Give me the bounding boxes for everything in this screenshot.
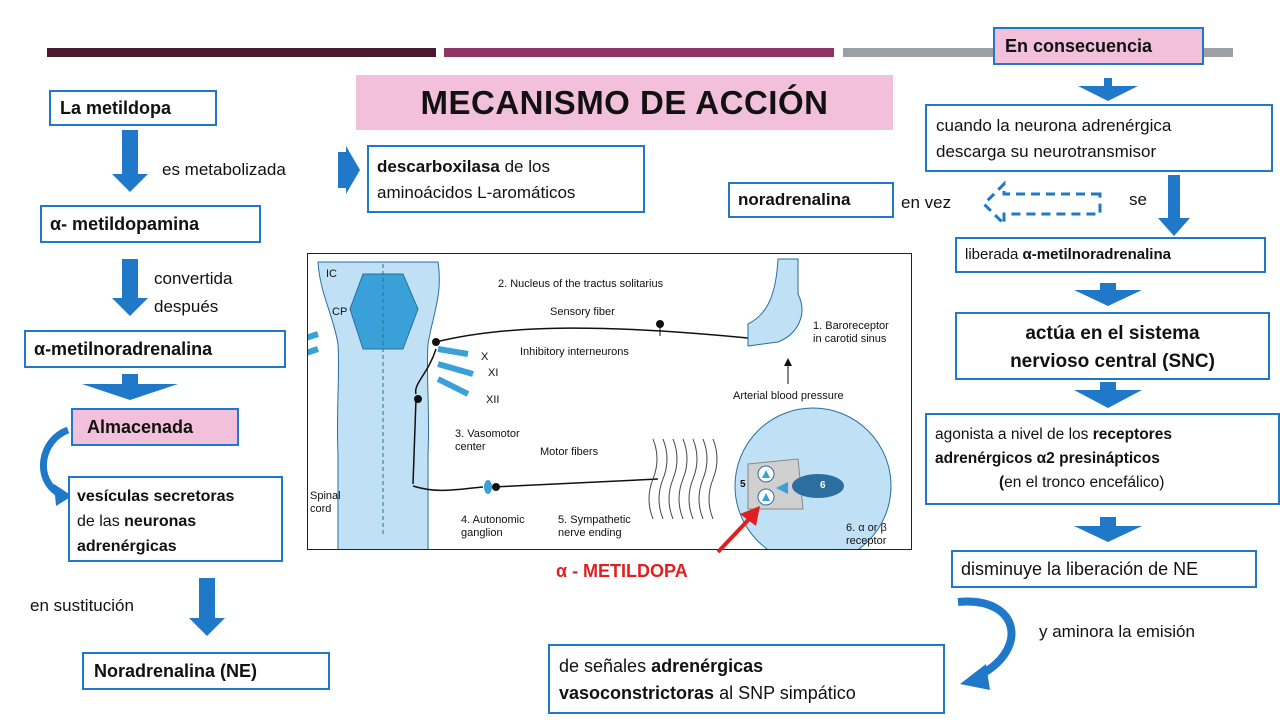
arrow-down-4 — [189, 578, 225, 636]
diagram-label-6: 6 — [820, 480, 826, 491]
diagram-label-xi: XI — [488, 367, 499, 379]
header-bar-medium — [444, 48, 834, 57]
sensory-fiber-line — [435, 327, 759, 343]
agonista-box: agonista a nivel de los receptores adren… — [925, 413, 1280, 505]
en-consecuencia-box: En consecuencia — [993, 27, 1204, 65]
en-sustitucion-label: en sustitución — [30, 596, 134, 615]
vesiculas-line1: vesículas secretoras — [77, 488, 235, 505]
curved-arrow-bottom — [957, 597, 1016, 680]
diagram-label-arterial: Arterial blood pressure — [733, 390, 844, 402]
liberada-bold: α-metilnoradrenalina — [1022, 246, 1171, 263]
senales-line1-bold: adrenérgicas — [651, 656, 764, 676]
cuando-line2: descarga su neurotransmisor — [936, 142, 1157, 161]
noradrenalina-ne-box: Noradrenalina (NE) — [82, 652, 330, 690]
arrow-down-1 — [112, 130, 148, 192]
curved-arrow-head-bottom — [960, 664, 990, 690]
motor-fiber-line — [412, 485, 484, 492]
liberada-box: liberada α-metilnoradrenalina — [955, 237, 1266, 273]
arrow-down-r4 — [1074, 382, 1142, 408]
almacenada-box: Almacenada — [71, 408, 239, 446]
cuando-box: cuando la neurona adrenérgica descarga s… — [925, 104, 1273, 172]
header-bar-dark — [47, 48, 436, 57]
senales-line2-rest: al SNP simpático — [714, 683, 856, 703]
arrow-right-descarboxilasa — [338, 146, 360, 194]
cp-region — [349, 273, 419, 350]
page-title: MECANISMO DE ACCIÓN — [356, 75, 893, 130]
diagram-label-x: X — [481, 351, 489, 363]
arrow-down-3 — [82, 374, 178, 400]
arrow-down-r5 — [1074, 517, 1142, 542]
metildopamina-box: α- metildopamina — [40, 205, 261, 243]
vesiculas-line2-bold: neuronas — [124, 513, 197, 530]
actua-box: actúa en el sistema nervioso central (SN… — [955, 312, 1270, 380]
metildopa-box: La metildopa — [49, 90, 217, 126]
vesiculas-line3: adrenérgicas — [77, 538, 177, 555]
convertida-line2: después — [154, 297, 219, 316]
descarboxilasa-bold: descarboxilasa — [377, 157, 500, 176]
descarboxilasa-rest2: aminoácidos L-aromáticos — [377, 183, 576, 202]
diagram-label-ic: IC — [326, 268, 337, 280]
agonista-line2: adrenérgicos α2 presinápticos — [935, 450, 1160, 467]
disminuye-box: disminuye la liberación de NE — [951, 550, 1257, 588]
alpha-metildopa-label: α - METILDOPA — [556, 561, 688, 581]
es-metabolizada-label: es metabolizada — [162, 160, 286, 179]
cuando-line1: cuando la neurona adrenérgica — [936, 116, 1172, 135]
agonista-line1-bold: receptores — [1092, 426, 1172, 443]
metilnoradrenalina-box: α-metilnoradrenalina — [24, 330, 286, 368]
diagram-label-nucleus: 2. Nucleus of the tractus solitarius — [498, 278, 664, 290]
agonista-line1-pre: agonista a nivel de los — [935, 426, 1093, 443]
dashed-arrow-left — [981, 180, 1102, 228]
diagram-label-motor: Motor fibers — [540, 446, 599, 458]
convertida-line1: convertida — [154, 269, 233, 288]
convertida-label: convertida después — [154, 265, 232, 321]
arrow-down-r1 — [1078, 78, 1138, 101]
diagram-label-cp: CP — [332, 306, 348, 318]
curved-arrow-almacenada — [40, 426, 70, 498]
agonista-line3-bold: ( — [999, 474, 1005, 491]
arrow-down-r3 — [1074, 283, 1142, 306]
senales-box: de señales adrenérgicas vasoconstrictora… — [548, 644, 945, 714]
arrow-down-2 — [112, 259, 148, 316]
se-label: se — [1129, 190, 1147, 209]
diagram-drawing — [308, 258, 892, 549]
actua-line2: nervioso central (SNC) — [1010, 351, 1215, 372]
aminora-label: y aminora la emisión — [1039, 622, 1195, 641]
descarboxilasa-box: descarboxilasa de los aminoácidos L-arom… — [367, 145, 645, 213]
agonista-line3-rest: en el tronco encefálico) — [1004, 474, 1165, 491]
senales-line2-bold: vasoconstrictoras — [559, 683, 715, 703]
arrow-down-r2 — [1158, 175, 1190, 236]
carotid-sinus — [747, 258, 803, 347]
diagram-label-sensory: Sensory fiber — [550, 306, 615, 318]
en-vez-label: en vez — [901, 193, 952, 212]
liberada-pre: liberada — [965, 246, 1023, 263]
descarboxilasa-rest1: de los — [499, 157, 550, 176]
actua-line1: actúa en el sistema — [1025, 323, 1200, 344]
vesiculas-line2-pre: de las — [77, 513, 125, 530]
baroreceptor-diagram: IC CP 2. Nucleus of the tractus solitari… — [307, 253, 912, 550]
diagram-label-xii: XII — [486, 394, 500, 406]
noradrenalina-box: noradrenalina — [728, 182, 894, 218]
senales-line1-pre: de señales — [559, 656, 652, 676]
red-arrow-head — [740, 506, 760, 526]
vesiculas-box: vesículas secretoras de las neuronas adr… — [68, 476, 283, 562]
curved-arrow-head-left — [54, 484, 72, 506]
diagram-label-5: 5 — [740, 479, 746, 490]
diagram-label-inhibitory: Inhibitory interneurons — [520, 346, 629, 358]
